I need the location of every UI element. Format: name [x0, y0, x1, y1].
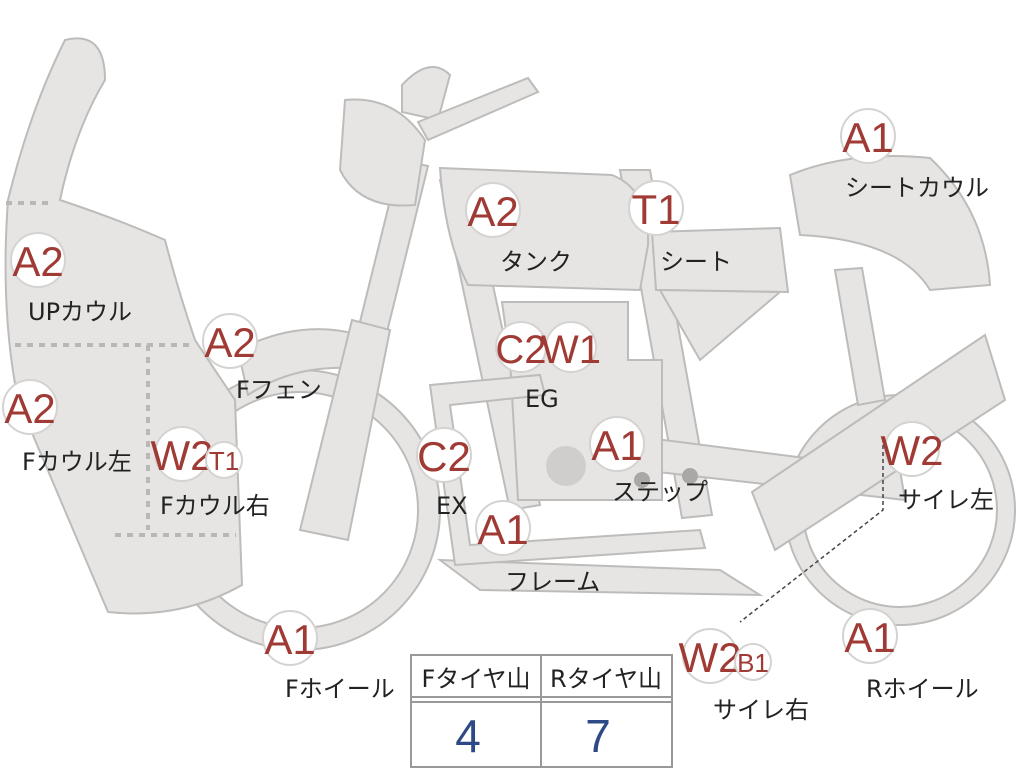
muffler-left-grade: W2 [881, 427, 944, 474]
f-cowl-right-grade: W2 [151, 432, 214, 479]
step-grade: A1 [591, 422, 642, 469]
up-cowl-marker: A2 UPカウル [10, 232, 132, 326]
handlebar-shape [416, 76, 540, 142]
exhaust-shape [428, 373, 707, 567]
tank-label: タンク [500, 248, 572, 276]
f-fender-marker: A2 Fフェン [202, 313, 322, 404]
grade-badges: A2 UPカウル A2 Fカウル左 W2 T1 Fカウル右 A2 Fフェン A2… [2, 108, 994, 724]
muffler-left-label: サイレ左 [898, 486, 994, 514]
front-tire-value: 4 [455, 710, 481, 762]
seat-marker: T1 シート [628, 180, 732, 276]
muffler-right-label: サイレ右 [713, 696, 809, 724]
tire-tread-table: Fタイヤ山 Rタイヤ山 4 7 [410, 654, 673, 768]
frame-grade: A1 [477, 506, 528, 553]
engine-grade-1: C2 [495, 328, 546, 372]
seat-shape [650, 226, 790, 294]
seat-cowl-grade: A1 [842, 114, 893, 161]
muffler-shape [750, 333, 1007, 552]
f-wheel-grade: A1 [264, 616, 315, 663]
f-wheel-label: Fホイール [285, 675, 395, 703]
exhaust-grade: C2 [417, 433, 471, 480]
f-fender-grade: A2 [204, 319, 255, 366]
engine-marker: C2 W1 EG [495, 321, 601, 413]
seat-cowl-label: シートカウル [845, 174, 989, 202]
engine-grade-2: W1 [541, 328, 601, 372]
up-cowl-label: UPカウル [28, 298, 132, 326]
f-cowl-right-label: Fカウル右 [160, 492, 270, 520]
front-tire-header: Fタイヤ山 [421, 665, 530, 693]
engine-label: EG [525, 385, 559, 413]
rear-tire-value: 7 [585, 710, 611, 762]
muffler-right-grade: W2 [679, 634, 742, 681]
step-label: ステップ [612, 478, 708, 506]
tank-grade: A2 [467, 188, 518, 235]
exhaust-marker: C2 EX [416, 427, 472, 520]
headlight-shape [338, 98, 427, 207]
seat-cowl-marker: A1 シートカウル [840, 108, 989, 202]
frame-marker: A1 フレーム [475, 500, 600, 596]
muffler-left-marker: W2 サイレ左 [881, 421, 994, 514]
muffler-right-marker: W2 B1 サイレ右 [679, 628, 809, 724]
seat-grade: T1 [631, 186, 680, 233]
frame-label: フレーム [505, 568, 600, 596]
rear-tire-header: Rタイヤ山 [550, 665, 662, 693]
seat-label: シート [660, 248, 732, 276]
muffler-right-sub-grade: B1 [737, 648, 769, 678]
f-cowl-right-sub-grade: T1 [209, 446, 239, 476]
f-cowl-right-marker: W2 T1 Fカウル右 [151, 426, 270, 520]
up-cowl-grade: A2 [12, 238, 63, 285]
f-cowl-left-label: Fカウル左 [22, 448, 132, 476]
step-marker: A1 ステップ [589, 416, 708, 506]
r-wheel-marker: A1 Rホイール [842, 608, 979, 703]
exhaust-label: EX [436, 492, 468, 520]
f-cowl-left-grade: A2 [4, 385, 55, 432]
f-cowl-left-marker: A2 Fカウル左 [2, 379, 132, 476]
f-wheel-marker: A1 Fホイール [262, 610, 395, 703]
tank-marker: A2 タンク [465, 182, 572, 276]
r-wheel-label: Rホイール [866, 675, 979, 703]
f-fender-label: Fフェン [236, 376, 322, 404]
r-wheel-grade: A1 [844, 614, 895, 661]
